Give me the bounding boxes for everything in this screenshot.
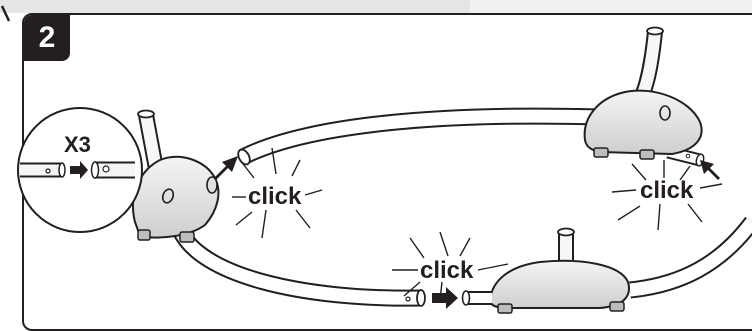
lower-left-tube [180, 230, 425, 306]
inset-detail-circle [18, 108, 142, 232]
right-lower-tube [630, 222, 752, 290]
left-base-unit [133, 111, 218, 243]
bottom-base-unit [463, 229, 629, 314]
arrow-bottom [432, 287, 458, 309]
right-base-unit [585, 28, 702, 160]
click-label-left: click [248, 183, 302, 210]
arrow-right [700, 160, 720, 180]
click-label-right: click [640, 177, 694, 204]
inset-multiplier-label: X3 [64, 132, 91, 157]
upper-tube [236, 116, 600, 166]
click-label-bottom: click [420, 257, 474, 284]
arrow-top-left [214, 156, 238, 180]
